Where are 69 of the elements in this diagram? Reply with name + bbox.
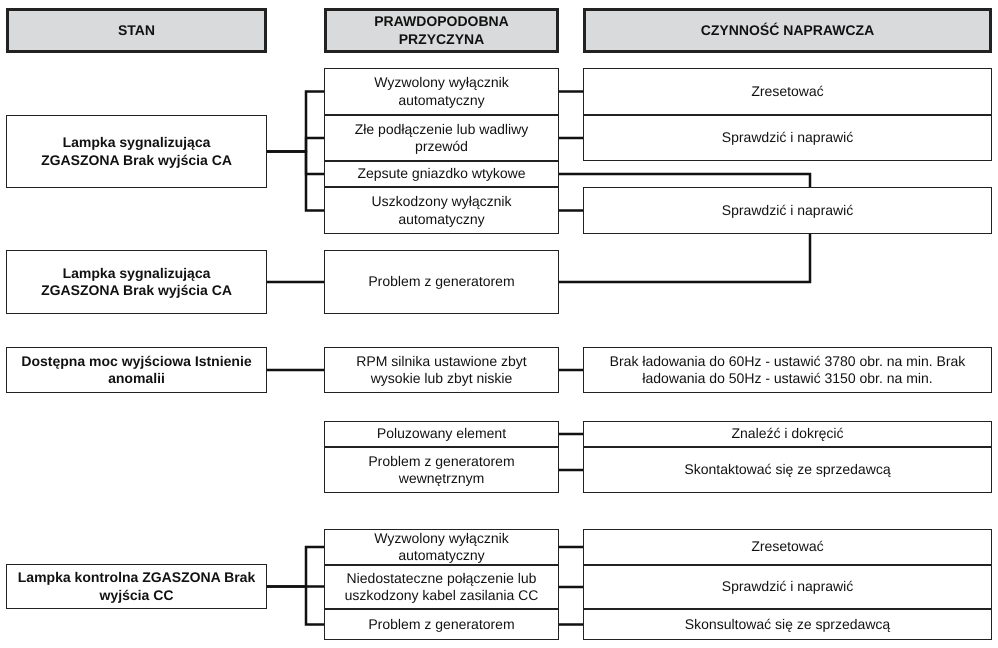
connector-line — [559, 368, 583, 372]
box-text: Zepsute gniazdko wtykowe — [357, 165, 526, 183]
header-text: STAN — [118, 22, 156, 40]
action-box — [583, 565, 992, 609]
connector-line — [267, 280, 324, 284]
box-text: Dostępna moc wyjściowa Istnienie anomalii — [20, 352, 253, 388]
box-text: Zresetować — [751, 82, 824, 100]
condition-box — [6, 115, 267, 188]
box-text: Znaleźć i dokręcić — [731, 425, 844, 443]
cause-box — [324, 421, 559, 447]
connector-line — [559, 172, 812, 187]
action-box — [583, 529, 992, 565]
box-text: Wyzwolony wyłącznik automatyczny — [373, 74, 510, 109]
box-text: RPM silnika ustawione zbyt wysokie lub zbyt niskie — [355, 352, 528, 388]
cause-box — [324, 609, 559, 640]
header-text: CZYNNOŚĆ NAPRAWCZA — [700, 22, 874, 40]
action-box — [583, 68, 992, 115]
cause-box — [324, 115, 559, 161]
box-text: Problem z generatorem — [368, 616, 515, 634]
box-text: Złe podłączenie lub wadliwy przewód — [354, 120, 530, 156]
box-text: Sprawdzić i naprawić — [722, 202, 854, 220]
box-text: Sprawdzić i naprawić — [722, 578, 854, 596]
column-header — [6, 8, 267, 53]
connector-line — [267, 368, 324, 372]
cause-box — [324, 187, 559, 234]
connector-line — [559, 468, 583, 472]
box-text: Sprawdzić i naprawić — [722, 129, 854, 147]
condition-box — [6, 250, 267, 314]
cause-box — [324, 347, 559, 393]
cause-box — [324, 161, 559, 187]
column-header — [583, 8, 992, 53]
cause-box — [324, 68, 559, 115]
box-text: Lampka sygnalizująca ZGASZONA Brak wyjścia CA — [40, 134, 233, 169]
connector-line — [559, 136, 583, 140]
box-text: Problem z generatorem wewnętrznym — [367, 452, 516, 488]
connector-line — [559, 90, 583, 93]
connector-line — [559, 432, 583, 436]
action-box — [583, 609, 992, 640]
condition-box — [6, 347, 267, 393]
action-box — [583, 347, 992, 393]
box-text: Zresetować — [751, 538, 824, 556]
box-text: Uszkodzony wyłącznik automatyczny — [370, 193, 513, 228]
box-text: Skontaktować się ze sprzedawcą — [684, 461, 891, 479]
box-text: Lampka kontrolna ZGASZONA Brak wyjścia CC — [16, 569, 256, 604]
connector-line — [559, 546, 583, 548]
box-text: Brak ładowania do 60Hz - ustawić 3780 obr. na min. Brak ładowania do 50Hz - ustawić 3150 obr. na min. — [608, 352, 966, 388]
connector-line — [559, 623, 583, 626]
connector-line — [559, 209, 583, 212]
box-text: Niedostateczne połączenie lub uszkodzony kabel zasilania CC — [344, 570, 540, 604]
action-box — [583, 187, 992, 234]
header-text: PRAWDOPODOBNA PRZYCZYNA — [373, 13, 510, 48]
box-text: Poluzowany element — [376, 425, 506, 443]
action-box — [583, 115, 992, 161]
connector-line — [267, 585, 324, 626]
cause-box — [324, 565, 559, 609]
box-text: Lampka sygnalizująca ZGASZONA Brak wyjścia CA — [40, 264, 233, 300]
connector-line — [267, 150, 324, 212]
column-header — [324, 8, 559, 53]
box-text: Problem z generatorem — [368, 273, 515, 291]
connector-line — [559, 234, 812, 284]
connector-line — [559, 586, 583, 588]
box-text: Wyzwolony wyłącznik automatyczny — [373, 530, 510, 564]
cause-box — [324, 250, 559, 314]
condition-box — [6, 564, 267, 609]
box-text: Skonsultować się ze sprzedawcą — [684, 616, 890, 634]
cause-box — [324, 447, 559, 493]
action-box — [583, 447, 992, 493]
cause-box — [324, 529, 559, 565]
action-box — [583, 421, 992, 447]
